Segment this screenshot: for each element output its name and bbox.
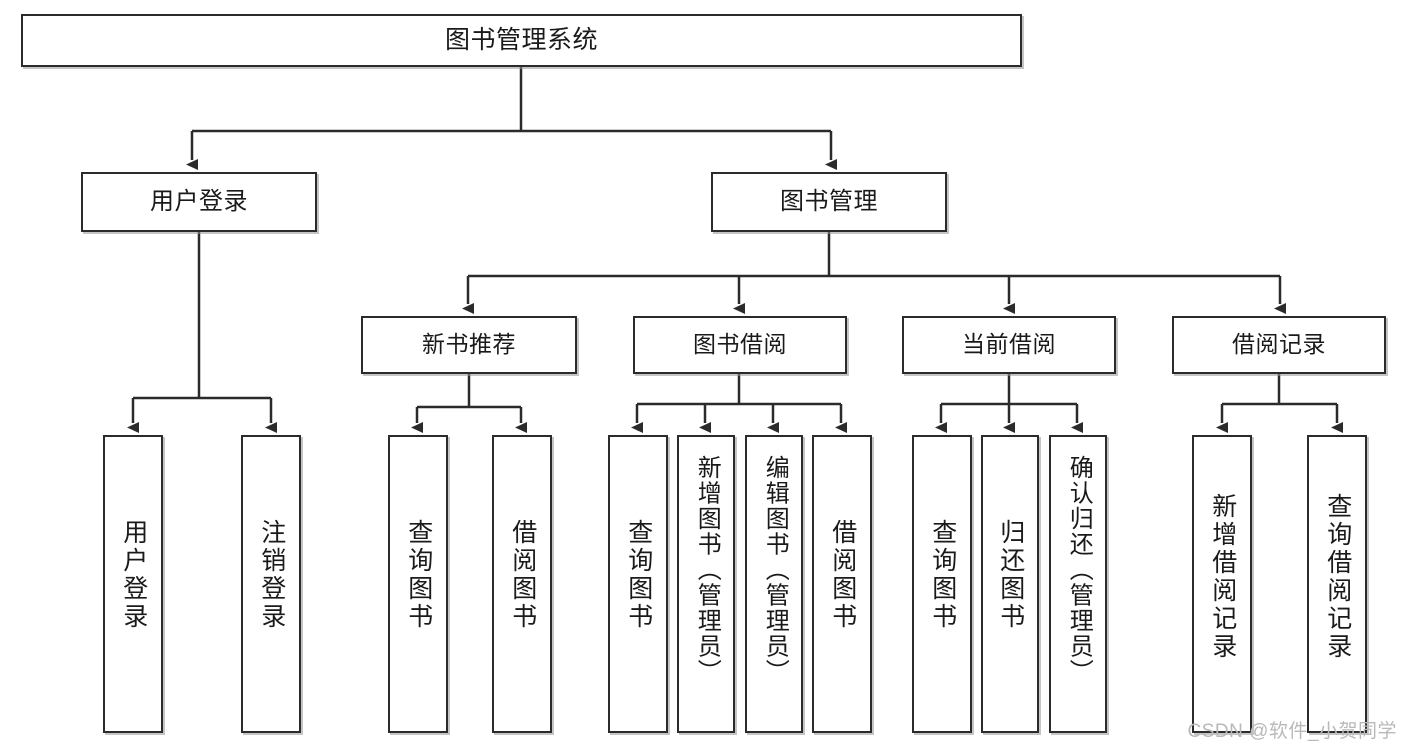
node-label: 编辑图书（管理员） xyxy=(761,455,789,685)
leaf-borrow-record-add-record[interactable]: 新增借阅记录 xyxy=(1192,435,1252,733)
leaf-user-login-logout[interactable]: 注销登录 xyxy=(241,435,301,733)
node-current-borrow[interactable]: 当前借阅 xyxy=(902,316,1116,374)
node-label: 新增图书（管理员） xyxy=(693,455,721,685)
node-root-book-management-system[interactable]: 图书管理系统 xyxy=(21,14,1022,67)
leaf-book-borrow-borrow-book[interactable]: 借阅图书 xyxy=(812,435,872,733)
node-label: 图书管理 xyxy=(780,187,878,215)
node-label: 查询图书 xyxy=(404,519,433,631)
leaf-borrow-record-query-record[interactable]: 查询借阅记录 xyxy=(1307,435,1367,733)
node-label: 用户登录 xyxy=(119,519,148,631)
node-book-management[interactable]: 图书管理 xyxy=(711,172,947,232)
node-label: 查询借阅记录 xyxy=(1323,493,1352,661)
node-new-book-recommend[interactable]: 新书推荐 xyxy=(361,316,577,374)
node-label: 查询图书 xyxy=(624,519,653,631)
leaf-user-login-login[interactable]: 用户登录 xyxy=(103,435,163,733)
csdn-watermark: CSDN @软件_小贺同学 xyxy=(1187,721,1397,742)
node-label: 用户登录 xyxy=(150,187,248,215)
node-label: 图书借阅 xyxy=(693,331,787,358)
node-label: 确认归还（管理员） xyxy=(1065,455,1093,685)
node-book-borrow[interactable]: 图书借阅 xyxy=(633,316,847,374)
leaf-current-borrow-confirm-return-admin[interactable]: 确认归还（管理员） xyxy=(1049,435,1107,733)
leaf-book-borrow-add-book-admin[interactable]: 新增图书（管理员） xyxy=(677,435,735,733)
leaf-book-borrow-edit-book-admin[interactable]: 编辑图书（管理员） xyxy=(745,435,803,733)
node-label: 图书管理系统 xyxy=(444,25,598,54)
node-label: 借阅图书 xyxy=(828,519,857,631)
node-label: 当前借阅 xyxy=(962,331,1056,358)
leaf-new-book-query-book[interactable]: 查询图书 xyxy=(388,435,448,733)
leaf-new-book-borrow-book[interactable]: 借阅图书 xyxy=(492,435,552,733)
leaf-book-borrow-query-book[interactable]: 查询图书 xyxy=(608,435,668,733)
node-borrow-record[interactable]: 借阅记录 xyxy=(1172,316,1386,374)
node-user-login[interactable]: 用户登录 xyxy=(81,172,317,232)
node-label: 新书推荐 xyxy=(422,331,516,358)
node-label: 归还图书 xyxy=(996,519,1025,631)
node-label: 注销登录 xyxy=(257,519,286,631)
node-label: 借阅记录 xyxy=(1232,331,1326,358)
node-label: 新增借阅记录 xyxy=(1208,493,1237,661)
node-label: 借阅图书 xyxy=(508,519,537,631)
leaf-current-borrow-query-book[interactable]: 查询图书 xyxy=(912,435,972,733)
node-label: 查询图书 xyxy=(928,519,957,631)
leaf-current-borrow-return-book[interactable]: 归还图书 xyxy=(981,435,1039,733)
